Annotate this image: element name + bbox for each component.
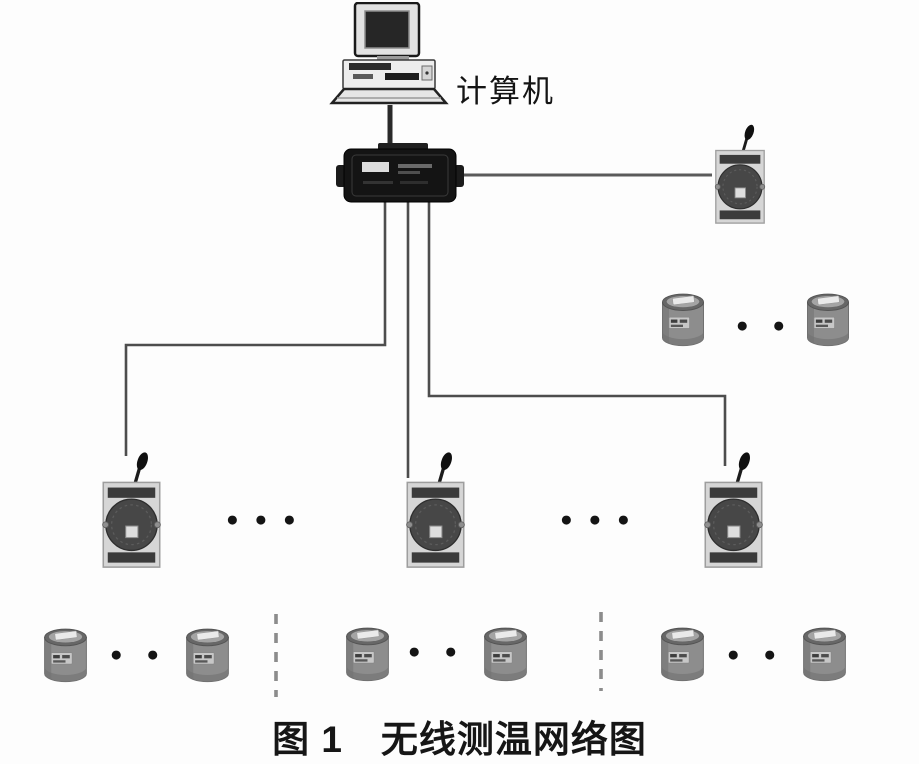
figure-caption: 图 1 无线测温网络图 [272, 719, 647, 760]
branch-line-right [427, 202, 727, 466]
ellipsis-dots-bottom-group-1: ● ● [109, 643, 169, 666]
repeater-right-icon [702, 449, 765, 569]
ellipsis-dots-bottom-group-2: ● ● [407, 640, 467, 663]
computer-icon [330, 2, 448, 105]
ellipsis-dots-bottom-group-3: ● ● [726, 643, 786, 666]
temperature-sensor-icon [484, 627, 527, 682]
temperature-sensor-icon [346, 627, 389, 682]
ellipsis-dots-mid-right: ● ● [735, 314, 795, 337]
ellipsis-dots-repeater-row-right: ● ● ● [560, 508, 635, 531]
temperature-sensor-icon [44, 628, 87, 683]
temperature-sensor-icon [661, 293, 705, 347]
repeater-left-icon [100, 449, 163, 569]
branch-line-left [124, 202, 387, 456]
repeater-middle-icon [404, 449, 467, 569]
gateway-device-icon [336, 143, 464, 203]
computer-label: 计算机 [456, 74, 555, 109]
ellipsis-dots-repeater-row-left: ● ● ● [226, 508, 301, 531]
repeater-top-right-icon [713, 123, 767, 225]
temperature-sensor-icon [803, 627, 846, 682]
temperature-sensor-icon [661, 627, 704, 682]
temperature-sensor-icon [186, 628, 229, 683]
temperature-sensor-icon [806, 293, 850, 347]
